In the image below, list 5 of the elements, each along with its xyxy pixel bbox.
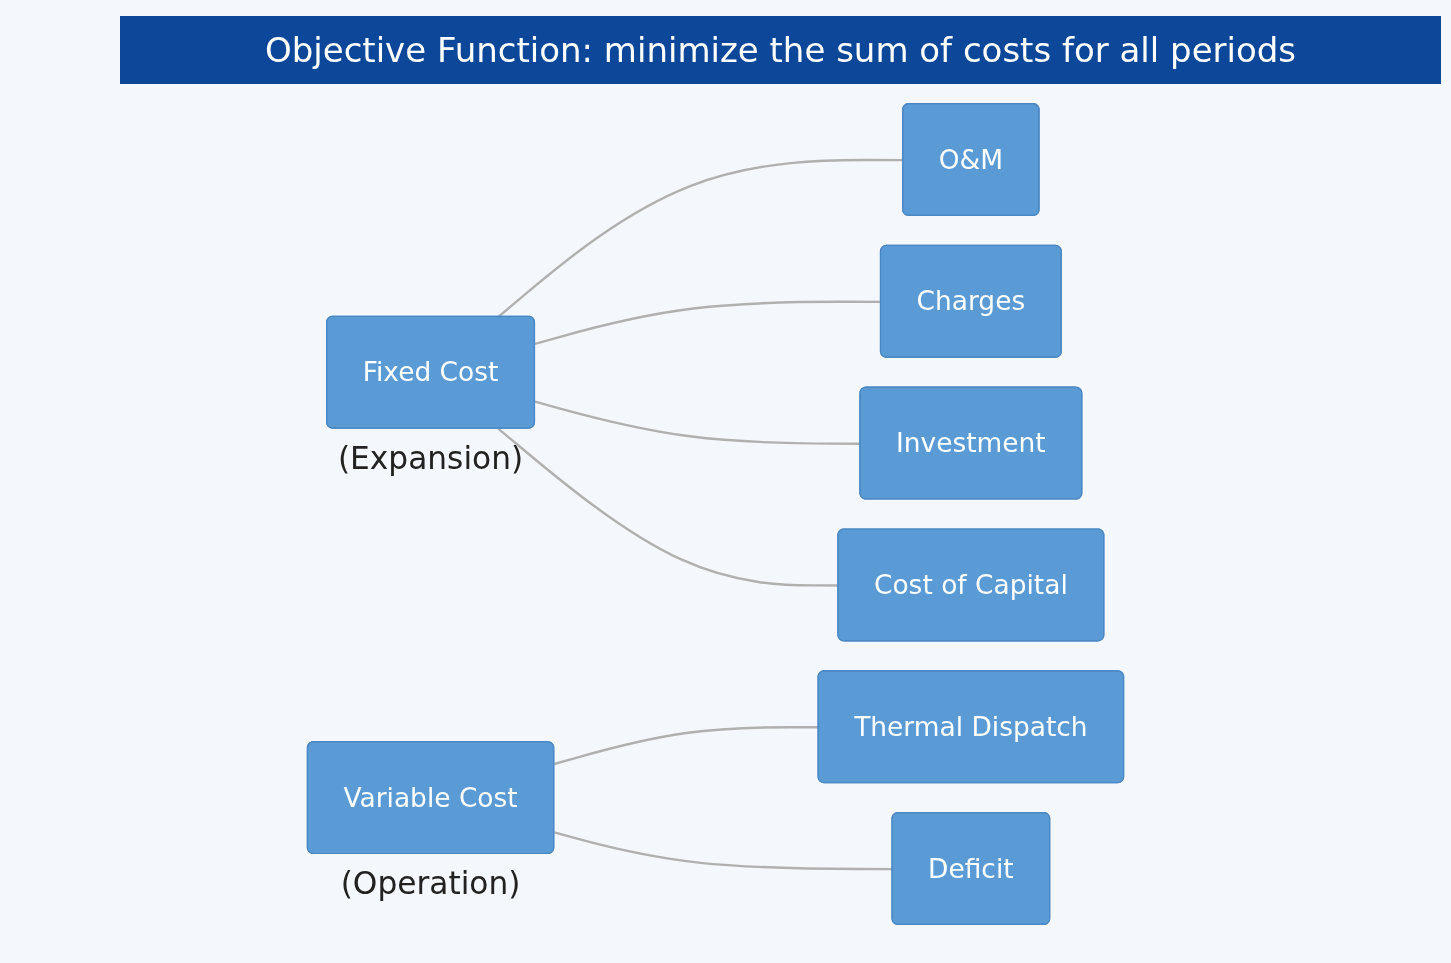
node-caption: (Operation) [340, 865, 521, 902]
connector [554, 725, 819, 766]
title-banner: Objective Function: minimize the sum of costs for all periods [120, 16, 1441, 84]
connector [554, 831, 893, 871]
node-caption: (Expansion) [337, 439, 524, 476]
